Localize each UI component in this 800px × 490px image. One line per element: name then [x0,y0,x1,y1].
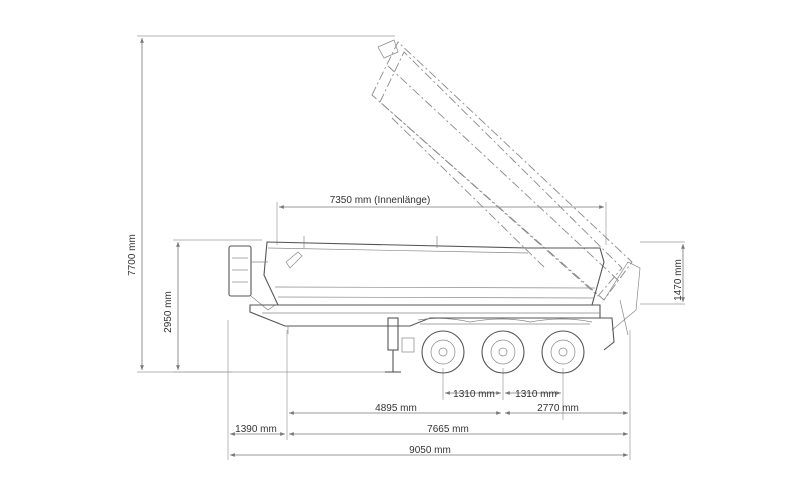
lowered-body [263,236,605,306]
kingpin-to-axle-label: 4895 mm [375,403,417,414]
rear-overhang-label: 2770 mm [537,403,579,414]
dimension-labels: 7350 mm (Innenlänge) 7700 mm 2950 mm 147… [127,195,684,456]
inner-length-label: 7350 mm (Innenlänge) [330,195,431,206]
total-length-label: 9050 mm [409,445,451,456]
chassis-frame [249,304,601,334]
axle-assembly [417,318,593,325]
side-height-label: 1470 mm [673,259,684,301]
front-overhang-label: 1390 mm [235,424,277,435]
wheel-2 [481,330,525,374]
height-label: 2950 mm [163,291,174,333]
axle-spacing-1-label: 1310 mm [453,389,495,400]
extension-lines [137,35,685,460]
tipped-body [371,39,641,336]
dimension-lines [140,38,685,457]
wheel-1 [421,330,465,374]
total-height-label: 7700 mm [127,234,138,276]
landing-gear [385,317,415,373]
rear-bumper [598,317,615,351]
front-platform [228,245,276,311]
axle-spacing-2-label: 1310 mm [515,389,557,400]
wheel-3 [541,330,585,374]
body-length-label: 7665 mm [427,424,469,435]
